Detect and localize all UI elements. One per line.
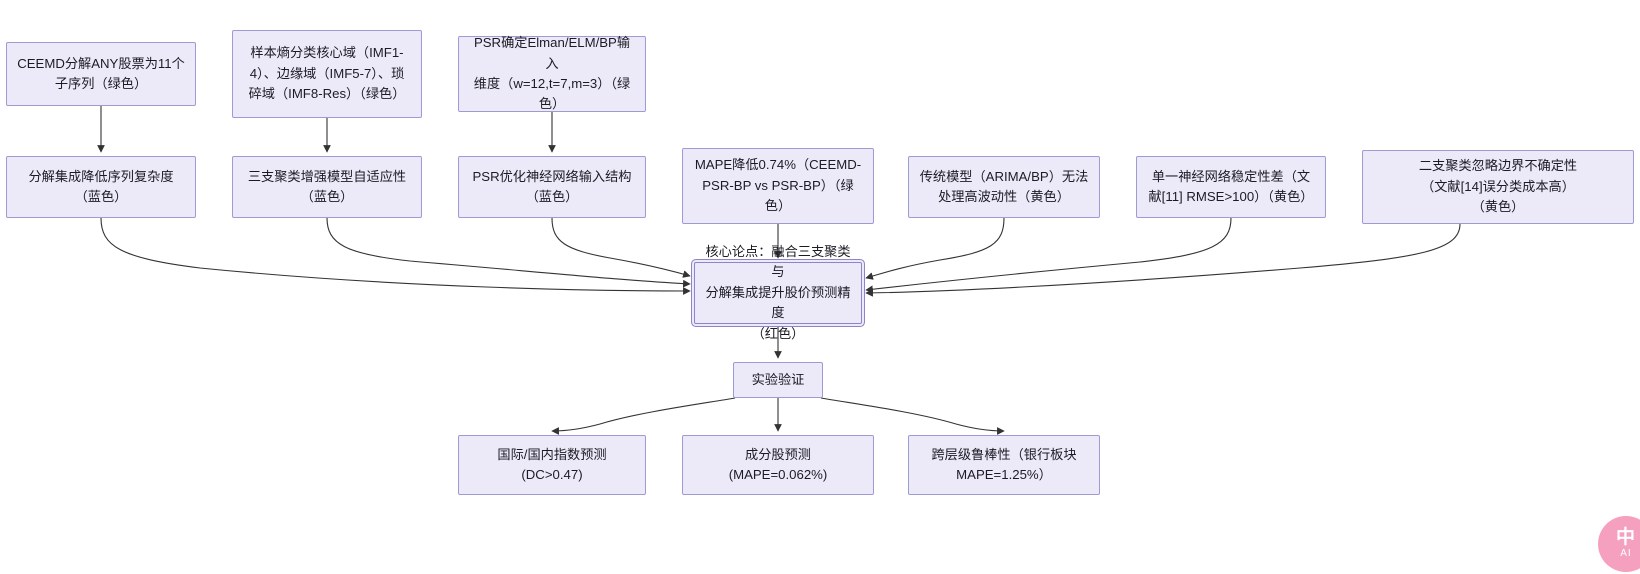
node-label: 实验验证: [751, 371, 805, 387]
node-label: 传统模型（ARIMA/BP）无法 处理高波动性（黄色）: [919, 168, 1089, 204]
edge-exp-r3: [820, 397, 1005, 435]
node-result-index-forecast[interactable]: 国际/国内指数预测 (DC>0.47): [458, 435, 646, 495]
node-label: PSR优化神经网络输入结构 （蓝色）: [472, 168, 632, 204]
node-result-constituent-stock-forecast[interactable]: 成分股预测 (MAPE=0.062%): [682, 435, 874, 495]
watermark-en-text: AI: [1620, 548, 1632, 559]
node-two-way-clustering-limitation[interactable]: 二支聚类忽略边界不确定性 （文献[14]误分类成本高） （黄色）: [1362, 150, 1634, 224]
node-label: 分解集成降低序列复杂度 （蓝色）: [28, 168, 174, 204]
edge-n9-core: [865, 217, 1232, 294]
node-label: 跨层级鲁棒性（银行板块 MAPE=1.25%）: [931, 446, 1077, 482]
node-result-cross-level-robustness[interactable]: 跨层级鲁棒性（银行板块 MAPE=1.25%）: [908, 435, 1100, 495]
watermark-cn-text: 中: [1615, 527, 1636, 548]
node-label: 核心论点：融合三支聚类与 分解集成提升股价预测精度 （红色）: [705, 243, 851, 341]
node-sample-entropy-classify[interactable]: 样本熵分类核心域（IMF1- 4）、边缘域（IMF5-7）、琐 碎域（IMF8-…: [232, 30, 422, 118]
node-experimental-validation[interactable]: 实验验证: [733, 362, 823, 398]
edge-exp-r1: [551, 397, 736, 435]
edge-n5-core: [326, 217, 691, 288]
watermark-badge: 中 AI: [1598, 516, 1640, 572]
node-label: 三支聚类增强模型自适应性 （蓝色）: [247, 168, 407, 204]
node-label: 样本熵分类核心域（IMF1- 4）、边缘域（IMF5-7）、琐 碎域（IMF8-…: [248, 45, 406, 102]
node-label: 二支聚类忽略边界不确定性 （文献[14]误分类成本高） （黄色）: [1418, 158, 1578, 215]
node-label: 成分股预测 (MAPE=0.062%): [728, 446, 828, 482]
node-single-network-instability[interactable]: 单一神经网络稳定性差（文 献[11] RMSE>100）（黄色）: [1136, 156, 1326, 218]
edge-n10-core: [865, 223, 1461, 297]
edge-n8-core: [865, 217, 1005, 280]
node-mape-reduction[interactable]: MAPE降低0.74%（CEEMD- PSR-BP vs PSR-BP）（绿 色…: [682, 148, 874, 224]
node-ceemd-decompose[interactable]: CEEMD分解ANY股票为11个 子序列（绿色）: [6, 42, 196, 106]
edge-n6-core: [551, 217, 691, 278]
node-three-way-clustering-adaptivity[interactable]: 三支聚类增强模型自适应性 （蓝色）: [232, 156, 422, 218]
node-core-thesis[interactable]: 核心论点：融合三支聚类与 分解集成提升股价预测精度 （红色）: [694, 244, 862, 341]
node-label: MAPE降低0.74%（CEEMD- PSR-BP vs PSR-BP）（绿 色…: [694, 157, 862, 214]
node-decomposition-reduces-complexity[interactable]: 分解集成降低序列复杂度 （蓝色）: [6, 156, 196, 218]
node-label: PSR确定Elman/ELM/BP输入 维度（w=12,t=7,m=3）（绿 色…: [473, 35, 631, 112]
node-psr-input-dimension[interactable]: PSR确定Elman/ELM/BP输入 维度（w=12,t=7,m=3）（绿 色…: [458, 35, 646, 112]
node-label: 单一神经网络稳定性差（文 献[11] RMSE>100）（黄色）: [1148, 168, 1314, 204]
node-label: 国际/国内指数预测 (DC>0.47): [497, 446, 607, 482]
node-label: CEEMD分解ANY股票为11个 子序列（绿色）: [17, 55, 185, 91]
node-traditional-model-limitation[interactable]: 传统模型（ARIMA/BP）无法 处理高波动性（黄色）: [908, 156, 1100, 218]
edge-n4-core: [100, 217, 691, 295]
node-psr-optimizes-network-input[interactable]: PSR优化神经网络输入结构 （蓝色）: [458, 156, 646, 218]
